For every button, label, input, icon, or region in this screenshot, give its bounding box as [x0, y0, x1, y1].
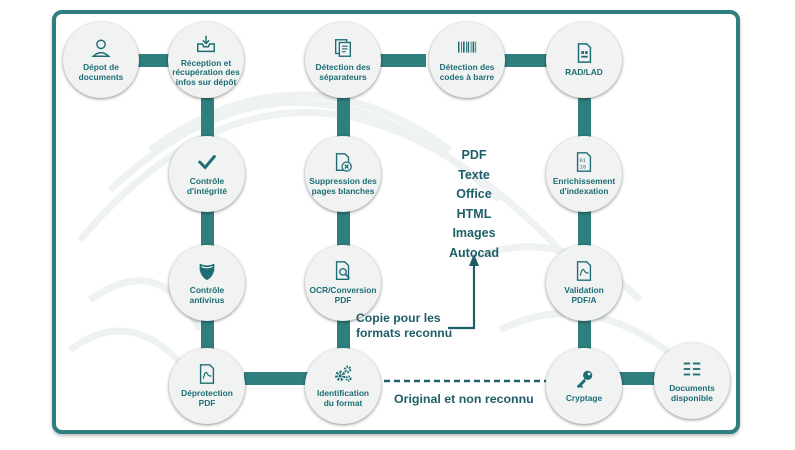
node-label: Suppression des pages blanches: [309, 176, 377, 196]
node-validation: Validation PDF/A: [546, 245, 622, 321]
connector-ocr-identification: [337, 314, 350, 358]
document-scan-icon: [577, 43, 592, 64]
node-disponible: Documents disponible: [654, 343, 730, 419]
copie-label: Copie pour les formats reconnu: [356, 311, 453, 340]
node-label: Documents disponible: [669, 383, 715, 403]
node-label: Détection des séparateurs: [315, 62, 371, 82]
format-item: Office: [456, 187, 492, 202]
connector-enrichissement-validation: [578, 209, 591, 247]
format-item: Texte: [458, 167, 490, 182]
connector-integrite-antivirus: [201, 209, 214, 247]
node-label: Contrôle d'intégrité: [186, 176, 228, 196]
node-cryptage: Cryptage: [546, 348, 622, 424]
connector-reception-integrite: [201, 98, 214, 138]
copy-arrow-line: [448, 262, 476, 330]
node-label: Réception et récupération des infos sur …: [172, 57, 240, 87]
connector-depot-reception: [132, 54, 172, 67]
node-ocr: OCR/Conversion PDF: [305, 245, 381, 321]
list-icon: [683, 362, 701, 376]
node-reception: Réception et récupération des infos sur …: [168, 22, 244, 98]
node-antivirus: Contrôle antivirus: [169, 245, 245, 321]
connector-separateurs-suppression: [337, 98, 350, 138]
connector-cryptage-disponible: [618, 372, 658, 385]
node-rad-lad: RAD/LAD: [546, 22, 622, 98]
connector-suppression-ocr: [337, 209, 350, 247]
node-label: OCR/Conversion PDF: [309, 285, 377, 305]
node-label: Contrôle antivirus: [189, 285, 225, 305]
node-suppression: Suppression des pages blanches: [305, 136, 381, 212]
node-label: Dépot de documents: [78, 62, 124, 82]
connector-validation-cryptage: [578, 312, 591, 358]
format-item: Images: [452, 226, 496, 241]
node-deprotection: Déprotection PDF: [169, 348, 245, 424]
node-separateurs: Détection des séparateurs: [305, 22, 381, 98]
connector-codes-rad: [500, 54, 550, 67]
documents-stack-icon: [334, 39, 352, 58]
connector-rad-enrichissement: [578, 98, 591, 138]
connector-deprotection-identification: [244, 372, 308, 385]
node-label: Enrichissement d'indexation: [552, 176, 616, 196]
user-icon: [91, 39, 111, 58]
inbox-tray-icon: [197, 35, 215, 52]
node-codes-barre: Détection des codes à barre: [429, 22, 505, 98]
node-label: Identification du format: [316, 388, 370, 408]
node-label: Validation PDF/A: [564, 285, 604, 305]
node-identification: Identification du format: [305, 348, 381, 424]
original-label: Original et non reconnu: [394, 392, 534, 406]
copy-arrowhead: [469, 254, 479, 266]
svg-text:01: 01: [579, 157, 586, 164]
gears-icon: [335, 366, 352, 383]
svg-text:10: 10: [579, 164, 586, 171]
formats-list: PDF Texte Office HTML Images Autocad: [424, 146, 524, 264]
binary-file-icon: 01 10: [576, 152, 592, 173]
node-enrichissement: 01 10 Enrichissement d'indexation: [546, 136, 622, 212]
key-icon: [576, 370, 593, 389]
shield-icon: [199, 264, 215, 281]
connector-antivirus-deprotection: [201, 316, 214, 356]
node-depot-documents: Dépot de documents: [63, 22, 139, 98]
node-label: Cryptage: [565, 393, 603, 404]
barcode-icon: [458, 41, 477, 53]
pdf-file-icon: [199, 364, 215, 385]
checkmark-icon: [198, 155, 216, 171]
format-item: HTML: [456, 206, 492, 221]
node-label: Déprotection PDF: [181, 388, 233, 408]
diagram-frame: [52, 10, 740, 434]
connector-separateurs-codes: [376, 54, 426, 67]
document-delete-icon: [335, 153, 352, 173]
pdf-file-icon: [576, 261, 592, 282]
document-search-icon: [335, 261, 351, 281]
format-item: Autocad: [449, 245, 499, 260]
format-item: PDF: [461, 148, 487, 162]
node-integrite: Contrôle d'intégrité: [169, 136, 245, 212]
node-label: RAD/LAD: [565, 67, 603, 78]
node-label: Détection des codes à barre: [439, 62, 495, 82]
